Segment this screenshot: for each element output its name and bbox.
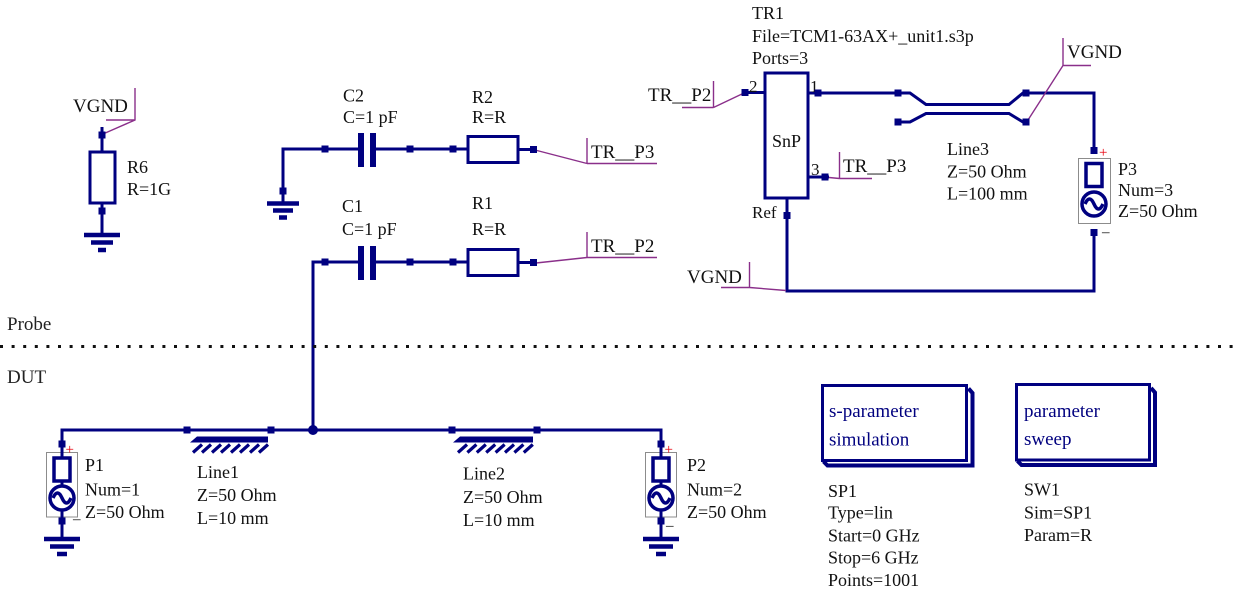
p3-impedance[interactable]: Z=50 Ohm <box>1118 201 1198 221</box>
port-p1[interactable]: + – P1 Num=1 Z=50 Ohm <box>46 442 165 539</box>
sparameter-simulation-block[interactable]: s-parameter simulation SP1 Type=lin Star… <box>821 384 975 591</box>
net-label-tr-p2-probe[interactable]: TR__P2 <box>535 232 657 264</box>
net-label-tr-p2-snp[interactable]: TR__P2 <box>648 81 745 109</box>
net-label-tr-p3-snp[interactable]: TR__P3 <box>828 152 906 180</box>
net-label-vgnd-ref[interactable]: VGND <box>687 262 787 292</box>
r2-value[interactable]: R=R <box>472 107 506 127</box>
ground-symbol-p1 <box>44 536 80 557</box>
wire-net[interactable] <box>60 91 1096 449</box>
p2-minus-sign: – <box>665 518 674 534</box>
line1-length[interactable]: L=10 mm <box>197 508 269 528</box>
p2-num[interactable]: Num=2 <box>687 480 742 500</box>
tr1-pin2-number: 2 <box>749 77 758 96</box>
resistor-r1[interactable]: R1 R=R <box>466 193 520 277</box>
microstrip-line2[interactable]: Line2 Z=50 Ohm L=10 mm <box>453 436 543 531</box>
microstrip-line1[interactable]: Line1 Z=50 Ohm L=10 mm <box>190 436 277 529</box>
line3-name[interactable]: Line3 <box>947 139 989 159</box>
sweep-param[interactable]: Param=R <box>1024 525 1092 545</box>
c1-value[interactable]: C=1 pF <box>342 219 397 239</box>
p2-impedance[interactable]: Z=50 Ohm <box>687 502 767 522</box>
p3-minus-sign: – <box>1101 225 1110 241</box>
tr-p3-label-text[interactable]: TR__P3 <box>843 156 906 177</box>
tr1-name[interactable]: TR1 <box>752 3 784 23</box>
capacitor-c2[interactable]: C2 C=1 pF <box>343 86 398 168</box>
vgnd-label-text[interactable]: VGND <box>1067 42 1122 63</box>
tr1-ref-label: Ref <box>752 203 777 222</box>
line1-hatching <box>191 443 270 454</box>
tr1-file[interactable]: File=TCM1-63AX+_unit1.s3p <box>752 26 974 46</box>
p3-name[interactable]: P3 <box>1118 159 1137 179</box>
resistor-r6[interactable]: R6 R=1G <box>88 150 171 205</box>
r1-value[interactable]: R=R <box>472 219 506 239</box>
tr1-symbol-text: SnP <box>772 131 801 151</box>
c1-name[interactable]: C1 <box>342 196 363 216</box>
ground-symbol-c2 <box>267 201 299 220</box>
tr-p2-label-text[interactable]: TR__P2 <box>591 236 654 257</box>
transmission-line-line3[interactable]: Line3 Z=50 Ohm L=100 mm <box>896 91 1028 204</box>
parameter-sweep-block[interactable]: parameter sweep SW1 Sim=SP1 Param=R <box>1015 383 1157 546</box>
sparam-title-line2: simulation <box>829 430 910 451</box>
net-label-tr-p3-probe[interactable]: TR__P3 <box>534 138 657 165</box>
p1-minus-sign: – <box>72 512 81 528</box>
p2-plus-sign: + <box>665 442 673 458</box>
pin-terminals <box>58 89 1098 525</box>
sweep-title-line1: parameter <box>1024 401 1101 422</box>
line1-name[interactable]: Line1 <box>197 462 239 482</box>
p3-plus-sign: + <box>1099 145 1107 161</box>
net-label-vgnd-line3[interactable]: VGND <box>1027 38 1122 121</box>
sparam-points[interactable]: Points=1001 <box>828 570 919 590</box>
section-dut-label: DUT <box>7 367 46 388</box>
tr-p3-label-text[interactable]: TR__P3 <box>591 142 654 163</box>
sparam-type[interactable]: Type=lin <box>828 503 893 523</box>
capacitor-c1[interactable]: C1 C=1 pF <box>342 196 397 280</box>
r1-name[interactable]: R1 <box>472 193 493 213</box>
c2-name[interactable]: C2 <box>343 86 364 106</box>
r6-value[interactable]: R=1G <box>127 179 171 199</box>
line3-length[interactable]: L=100 mm <box>947 184 1028 204</box>
ground-symbol-r6 <box>84 232 120 253</box>
sweep-sim[interactable]: Sim=SP1 <box>1024 503 1092 523</box>
p3-num[interactable]: Num=3 <box>1118 180 1173 200</box>
sparam-title-line1: s-parameter <box>829 401 919 422</box>
r2-name[interactable]: R2 <box>472 87 493 107</box>
sparam-name[interactable]: SP1 <box>828 481 857 501</box>
vgnd-label-text[interactable]: VGND <box>73 96 128 117</box>
port-p2[interactable]: + – P2 Num=2 Z=50 Ohm <box>645 442 767 539</box>
line2-length[interactable]: L=10 mm <box>463 510 535 530</box>
line1-impedance[interactable]: Z=50 Ohm <box>197 485 277 505</box>
resistor-r2[interactable]: R2 R=R <box>466 87 520 164</box>
line3-impedance[interactable]: Z=50 Ohm <box>947 162 1027 182</box>
c2-value[interactable]: C=1 pF <box>343 107 398 127</box>
p2-name[interactable]: P2 <box>687 455 706 475</box>
ground-symbol-p2 <box>643 536 679 557</box>
port-p3[interactable]: + – P3 Num=3 Z=50 Ohm <box>1078 145 1198 241</box>
tr1-pin3-number: 3 <box>811 160 820 179</box>
p1-num[interactable]: Num=1 <box>85 480 140 500</box>
sweep-title-line2: sweep <box>1024 429 1071 450</box>
p1-impedance[interactable]: Z=50 Ohm <box>85 502 165 522</box>
p1-name[interactable]: P1 <box>85 455 104 475</box>
net-label-vgnd-r6[interactable]: VGND <box>73 88 136 135</box>
r6-name[interactable]: R6 <box>127 157 148 177</box>
line2-impedance[interactable]: Z=50 Ohm <box>463 487 543 507</box>
tr1-pin1-number: 1 <box>810 77 819 96</box>
tr1-ports[interactable]: Ports=3 <box>752 48 808 68</box>
tr-p2-label-text[interactable]: TR__P2 <box>648 85 711 106</box>
p1-plus-sign: + <box>66 442 74 458</box>
sparam-stop[interactable]: Stop=6 GHz <box>828 548 919 568</box>
sweep-name[interactable]: SW1 <box>1024 480 1060 500</box>
sparam-start[interactable]: Start=0 GHz <box>828 526 920 546</box>
snp-block-tr1[interactable]: TR1 File=TCM1-63AX+_unit1.s3p Ports=3 Sn… <box>749 3 974 222</box>
line2-name[interactable]: Line2 <box>463 464 505 484</box>
vgnd-label-text[interactable]: VGND <box>687 267 742 288</box>
line2-hatching <box>456 443 534 454</box>
wire-junction-dot <box>308 425 318 435</box>
section-probe-label: Probe <box>7 314 51 335</box>
